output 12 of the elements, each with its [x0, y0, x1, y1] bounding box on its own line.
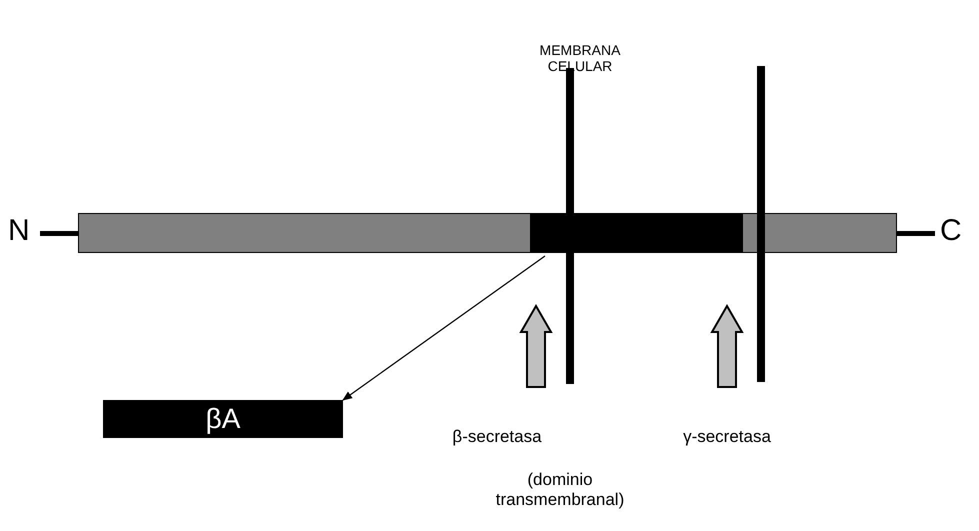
domain-label: (dominio transmembranal) — [494, 470, 626, 510]
enzyme-label: γ-secretasa — [670, 425, 784, 449]
terminal-label: C — [940, 214, 962, 248]
terminal-label: N — [8, 214, 30, 248]
amyloid-box: βA — [103, 400, 343, 438]
membrane-label: MEMBRANA CELULAR — [538, 42, 622, 74]
block-arrow — [519, 304, 553, 388]
amyloid-segment — [530, 213, 743, 253]
enzyme-label: β-secretasa — [440, 425, 554, 449]
arrow — [342, 256, 546, 401]
block-arrow — [710, 304, 744, 388]
protein-bar — [78, 213, 897, 253]
